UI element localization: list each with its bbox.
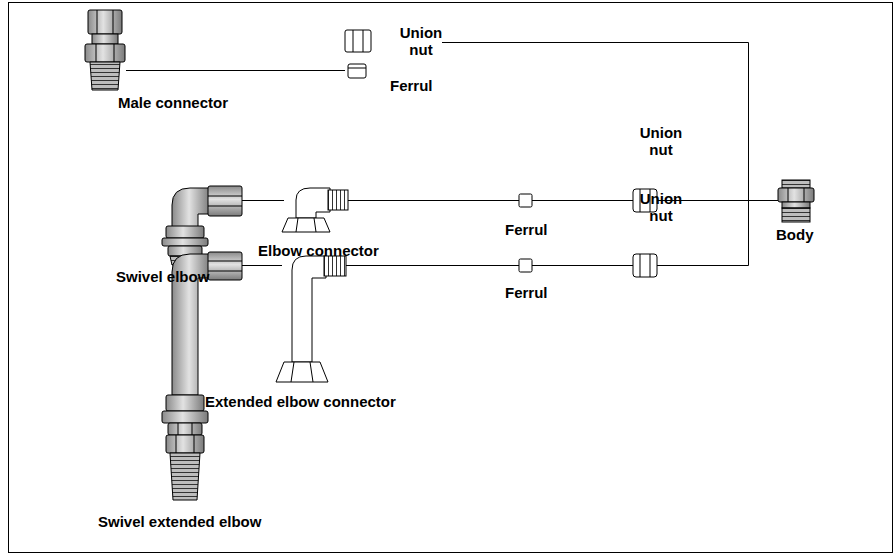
part-label: Ferrul: [505, 284, 548, 301]
part-label: Extended elbow connector: [205, 393, 396, 410]
part-label: Union nut: [634, 190, 688, 224]
part-label: Union nut: [394, 24, 448, 58]
part-label: Ferrul: [505, 221, 548, 238]
part-label: Swivel elbow: [116, 268, 209, 285]
part-label: Elbow connector: [258, 242, 379, 259]
part-label: Union nut: [634, 124, 688, 158]
part-label: Swivel extended elbow: [98, 513, 261, 530]
part-label: Male connector: [118, 94, 228, 111]
part-label: Ferrul: [390, 77, 433, 94]
part-label: Body: [776, 226, 814, 243]
